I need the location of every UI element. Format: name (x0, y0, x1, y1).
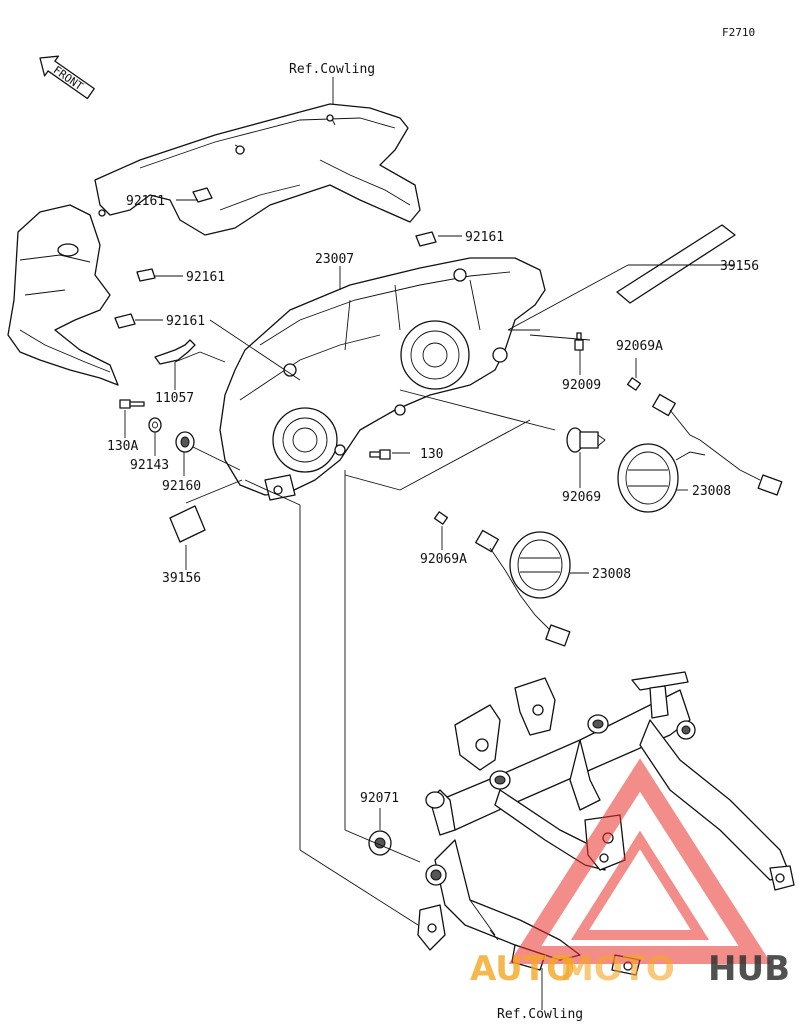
callout-130: 130 (420, 447, 443, 462)
callout-92069: 92069 (562, 490, 601, 505)
headlight-bracket-frame (417, 671, 795, 976)
grommet-92160 (175, 431, 195, 453)
bulb-92069 (566, 427, 606, 453)
screw-130A (119, 399, 145, 409)
figure-code: F2710 (722, 26, 755, 39)
bulb-92069A-right (626, 377, 642, 391)
screw-92009 (574, 332, 584, 351)
headlight-assembly (219, 257, 546, 501)
pad-39156-right (616, 224, 736, 304)
watermark-text-hub: HUB (708, 949, 790, 989)
upper-cowling (94, 103, 421, 236)
callout-23008-right: 23008 (692, 484, 731, 499)
bracket-11057 (154, 339, 196, 365)
bulb-92069A-left (433, 511, 449, 525)
socket-harness-23008-right (617, 393, 783, 513)
callout-92143: 92143 (130, 458, 169, 473)
front-arrow-icon: FRONT (39, 55, 95, 100)
collar-92143 (148, 417, 162, 433)
watermark-text-auto: AUTO (470, 949, 575, 989)
callout-92069A-left: 92069A (420, 552, 467, 567)
watermark-logo (508, 758, 772, 964)
callout-92009: 92009 (562, 378, 601, 393)
callout-92071: 92071 (360, 791, 399, 806)
leader-lines (124, 77, 735, 1010)
callout-92161-c: 92161 (186, 270, 225, 285)
watermark-text-moto: MOTO (560, 949, 675, 989)
pads-92161 (114, 187, 437, 329)
callout-11057: 11057 (155, 391, 194, 406)
callout-92161-b: 92161 (465, 230, 504, 245)
callout-92161-a: 92161 (126, 194, 165, 209)
side-cowling (7, 204, 119, 386)
callout-labels: Ref.Cowling 92161 92161 92161 92161 2300… (107, 62, 759, 1022)
callout-39156-left: 39156 (162, 571, 201, 586)
callout-39156-right: 39156 (720, 259, 759, 274)
callout-ref-cowling-bottom: Ref.Cowling (497, 1007, 583, 1022)
callout-ref-cowling-top: Ref.Cowling (289, 62, 375, 77)
callout-92160: 92160 (162, 479, 201, 494)
callout-92161-d: 92161 (166, 314, 205, 329)
pad-39156-left (169, 505, 206, 543)
callout-92069A-right: 92069A (616, 339, 663, 354)
watermark-wordmark: AUTO MOTO HUB (470, 949, 790, 989)
grommet-92071 (368, 830, 392, 856)
screw-130 (369, 449, 391, 460)
callout-23007: 23007 (315, 252, 354, 267)
watermark-triangle (508, 758, 772, 964)
socket-harness-23008-left (475, 529, 571, 647)
callout-130A: 130A (107, 439, 138, 454)
callout-23008-left: 23008 (592, 567, 631, 582)
front-label: FRONT (51, 63, 86, 93)
